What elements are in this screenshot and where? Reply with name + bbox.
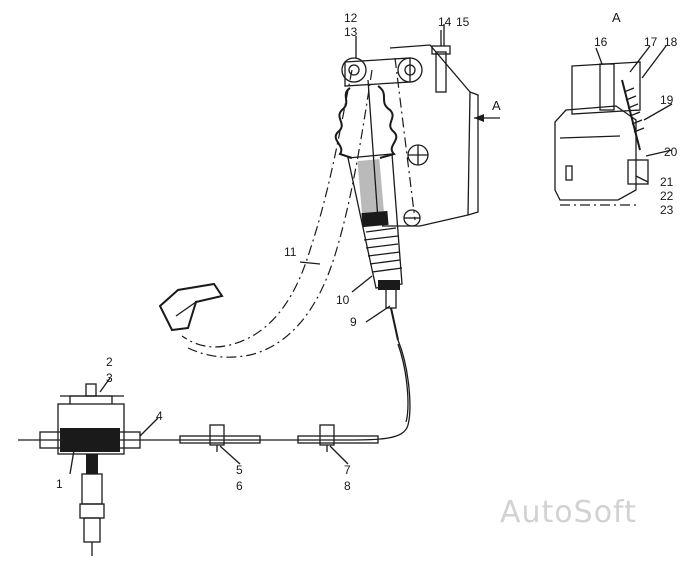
callout-4: 4 <box>156 409 163 423</box>
callout-18: 18 <box>664 35 678 49</box>
pedal-pivot <box>341 57 423 87</box>
callout-21: 21 <box>660 175 674 189</box>
callout-1: 1 <box>56 477 63 491</box>
callout-3: 3 <box>106 371 113 385</box>
callout-19: 19 <box>660 93 674 107</box>
detail-view-a <box>554 61 649 206</box>
spring-cylinder <box>347 79 403 290</box>
callout-10: 10 <box>336 293 350 307</box>
callout-13: 13 <box>344 25 358 39</box>
bolt-assembly <box>431 30 451 93</box>
section-arrow <box>474 114 500 122</box>
callout-16: 16 <box>594 35 608 49</box>
callout-22: 22 <box>660 189 674 203</box>
callout-17: 17 <box>644 35 658 49</box>
leader-lines <box>69 24 673 475</box>
section-arrow-label: A <box>492 98 501 113</box>
callout-2: 2 <box>106 355 113 369</box>
callout-9: 9 <box>350 315 357 329</box>
callout-6: 6 <box>236 479 243 493</box>
mounting-bracket <box>382 44 479 227</box>
callout-20: 20 <box>664 145 678 159</box>
callout-5: 5 <box>236 463 243 477</box>
cable-clamp-5-6 <box>179 424 261 452</box>
rubber-boot <box>334 85 398 159</box>
callout-15: 15 <box>456 15 470 29</box>
callout-11: 11 <box>284 245 297 259</box>
callout-8: 8 <box>344 479 351 493</box>
watermark: AutoSoft <box>500 495 637 530</box>
callout-7: 7 <box>344 463 351 477</box>
callout-12: 12 <box>344 11 358 25</box>
lever-assembly <box>18 383 150 556</box>
callout-14: 14 <box>438 15 452 29</box>
callout-23: 23 <box>660 203 674 217</box>
detail-view-label: A <box>612 10 621 25</box>
cable-clamp-7-8 <box>297 424 379 452</box>
control-cable <box>150 287 411 441</box>
